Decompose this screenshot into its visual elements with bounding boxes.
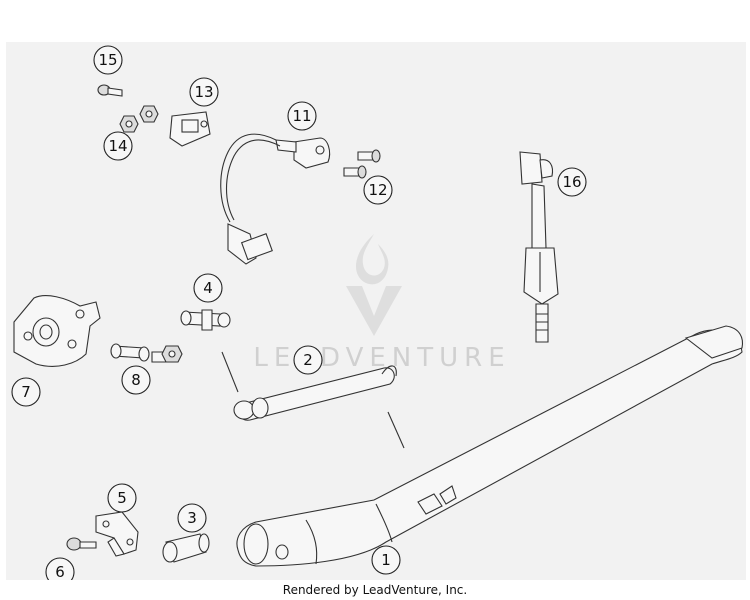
svg-text:8: 8: [131, 371, 141, 389]
svg-text:12: 12: [368, 181, 387, 199]
part-1-side-stand: [236, 325, 744, 567]
svg-text:3: 3: [187, 509, 197, 527]
svg-text:14: 14: [108, 137, 127, 155]
callout-15: 15: [93, 45, 123, 75]
footer-credit: Rendered by LeadVenture, Inc.: [282, 583, 468, 597]
callout-12: 12: [363, 175, 393, 205]
part-5-bracket: [95, 511, 139, 557]
callout-13: 13: [189, 77, 219, 107]
callout-1: 1: [371, 545, 401, 575]
callout-5: 5: [107, 483, 137, 513]
diagram-canvas: LEADVENTURE: [11, 45, 744, 580]
part-2-spring: [221, 351, 405, 449]
svg-text:15: 15: [98, 51, 117, 69]
part-6-screw: [66, 537, 97, 551]
svg-text:7: 7: [21, 383, 31, 401]
callout-8: 8: [121, 365, 151, 395]
part-4-bolt: [180, 309, 231, 331]
svg-text:6: 6: [55, 563, 65, 580]
part-11-sensor-cable: [220, 133, 331, 265]
callout-7: 7: [11, 377, 41, 407]
svg-text:1: 1: [381, 551, 391, 569]
part-13-switch-housing: [169, 111, 211, 147]
callout-4: 4: [193, 273, 223, 303]
callout-3: 3: [177, 503, 207, 533]
part-14-nuts: [119, 105, 159, 133]
svg-text:2: 2: [303, 351, 313, 369]
part-7-plate: [13, 295, 101, 367]
part-8-bolt-nut: [110, 343, 183, 363]
watermark: LEADVENTURE: [253, 234, 505, 373]
callout-14: 14: [103, 131, 133, 161]
part-12-screws: [343, 149, 381, 179]
callout-6: 6: [45, 557, 75, 580]
svg-text:11: 11: [292, 107, 311, 125]
part-16-strap: [519, 151, 559, 343]
svg-text:4: 4: [203, 279, 213, 297]
svg-text:13: 13: [194, 83, 213, 101]
svg-text:5: 5: [117, 489, 127, 507]
watermark-logo: [346, 234, 402, 336]
part-15-screw: [97, 84, 123, 97]
svg-text:16: 16: [562, 173, 581, 191]
callout-16: 16: [557, 167, 587, 197]
callout-2: 2: [293, 345, 323, 375]
parts-diagram: LEADVENTURE: [6, 42, 746, 580]
callout-11: 11: [287, 101, 317, 131]
part-3-bushing: [162, 533, 210, 563]
